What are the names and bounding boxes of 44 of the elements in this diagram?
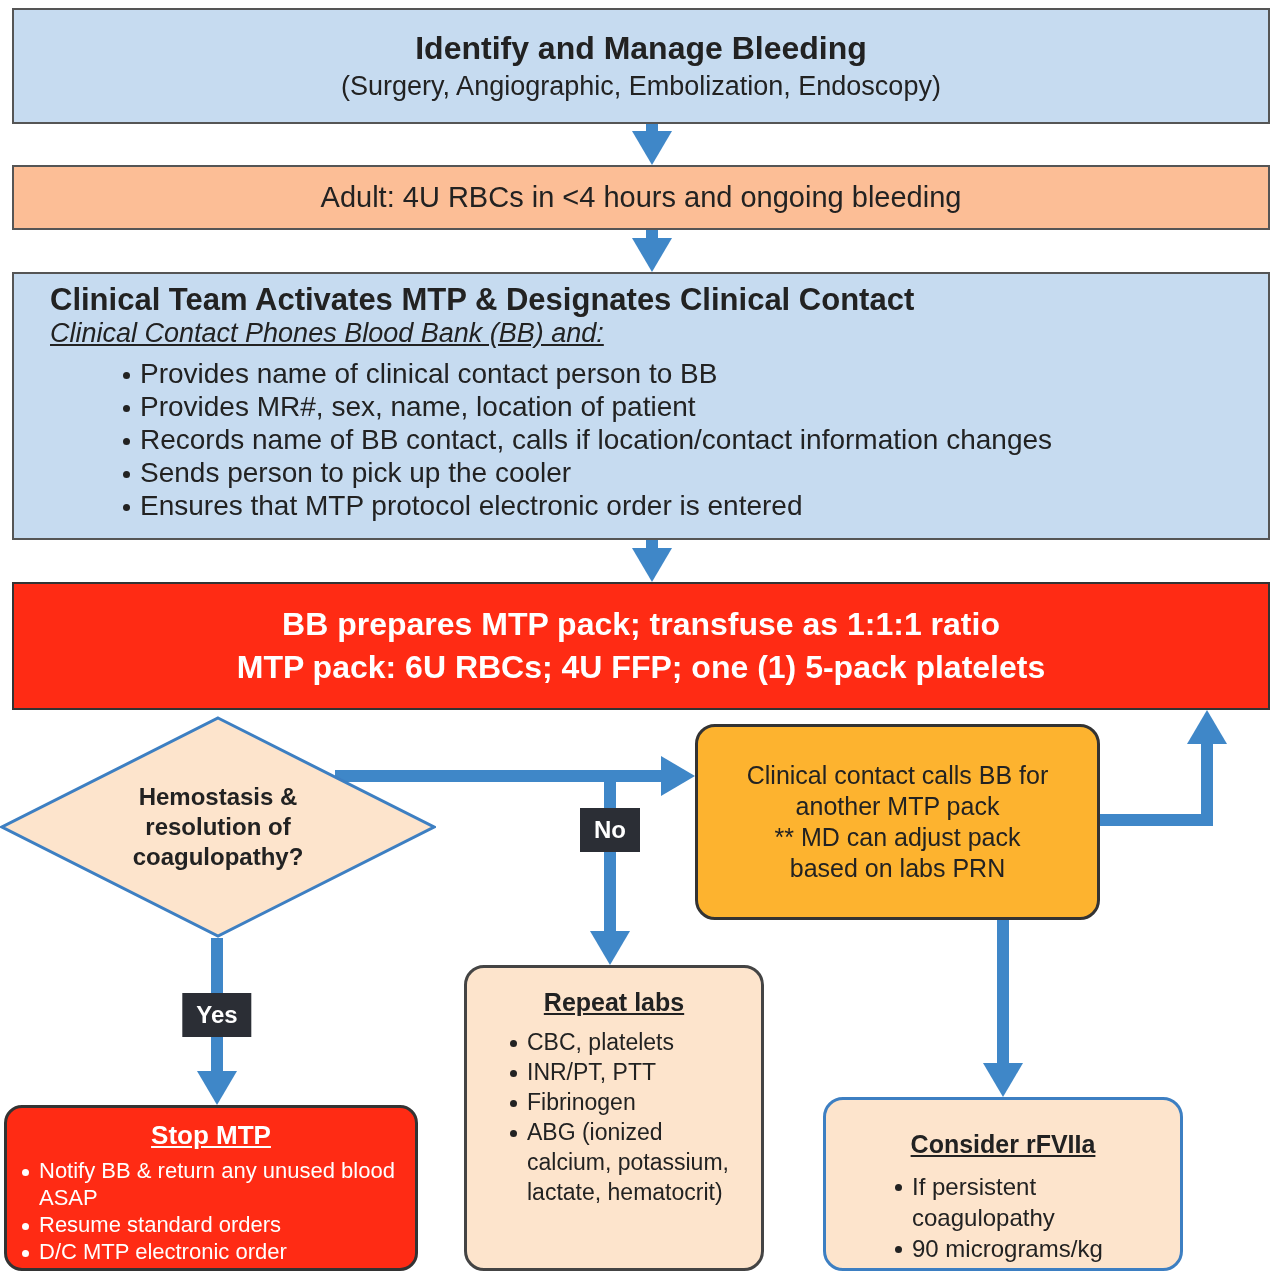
action-box bbox=[12, 582, 1270, 710]
bullet-item: CBC, platelets bbox=[527, 1029, 674, 1055]
stop-box bbox=[4, 1105, 418, 1271]
body-text: Clinical Contact Phones Blood Bank (BB) and: bbox=[50, 318, 605, 349]
arrow bbox=[1100, 710, 1227, 826]
arrow bbox=[632, 124, 672, 165]
arrow bbox=[197, 938, 237, 1105]
bullet-item: Fibrinogen bbox=[527, 1089, 636, 1115]
action-box bbox=[695, 724, 1100, 920]
bullet-item: ABG (ionized calcium, potassium, lactate, hematocrit) bbox=[527, 1119, 729, 1205]
bullet-item: Provides name of clinical contact person to BB bbox=[140, 358, 718, 389]
bullet-item: Ensures that MTP protocol electronic order is entered bbox=[140, 490, 803, 521]
bullet-item: 90 micrograms/kg bbox=[912, 1235, 1103, 1262]
heading-text: Clinical contact calls BB for another MTP pack bbox=[745, 760, 1050, 822]
heading-text: Hemostasis & resolution of coagulopathy? bbox=[131, 782, 305, 872]
bullet-item: D/C MTP electronic order bbox=[39, 1239, 287, 1264]
bullet-item: Notify BB & return any unused blood ASAP bbox=[39, 1158, 395, 1210]
heading-text: Consider rFVIIa bbox=[909, 1130, 1097, 1159]
process-box bbox=[12, 8, 1270, 124]
edge-label: Yes bbox=[182, 993, 252, 1037]
heading-text: Stop MTP bbox=[150, 1120, 272, 1151]
heading-text: Repeat labs bbox=[542, 988, 686, 1017]
bullet-item: If persistent coagulopathy bbox=[912, 1173, 1055, 1231]
process-box bbox=[12, 272, 1270, 540]
info-box bbox=[823, 1097, 1183, 1271]
edge-label: No bbox=[580, 808, 640, 852]
heading-text: Clinical Team Activates MTP & Designates Clinical Contact bbox=[50, 282, 916, 318]
criteria-box bbox=[12, 165, 1270, 230]
heading-text: Identify and Manage Bleeding bbox=[414, 30, 868, 67]
bullet-item: Sends person to pick up the cooler bbox=[140, 457, 572, 488]
bullet-item: Resume standard orders bbox=[39, 1212, 282, 1237]
arrow bbox=[983, 920, 1023, 1097]
heading-text: BB prepares MTP pack; transfuse as 1:1:1 ratio bbox=[281, 606, 1001, 643]
arrow bbox=[632, 230, 672, 272]
body-text: ** MD can adjust pack based on labs PRN bbox=[773, 822, 1022, 884]
info-box bbox=[464, 965, 764, 1271]
body-text: MTP pack: 6U RBCs; 4U FFP; one (1) 5-pack platelets bbox=[235, 649, 1047, 686]
bullet-item: Records name of BB contact, calls if location/contact information changes bbox=[140, 424, 1053, 455]
bullet-item: Provides MR#, sex, name, location of patient bbox=[140, 391, 696, 422]
heading-text: Adult: 4U RBCs in <4 hours and ongoing bleeding bbox=[319, 181, 963, 214]
decision-diamond bbox=[0, 716, 436, 938]
body-text: (Surgery, Angiographic, Embolization, Endoscopy) bbox=[340, 71, 942, 102]
bullet-item: INR/PT, PTT bbox=[527, 1059, 657, 1085]
arrow bbox=[632, 540, 672, 582]
